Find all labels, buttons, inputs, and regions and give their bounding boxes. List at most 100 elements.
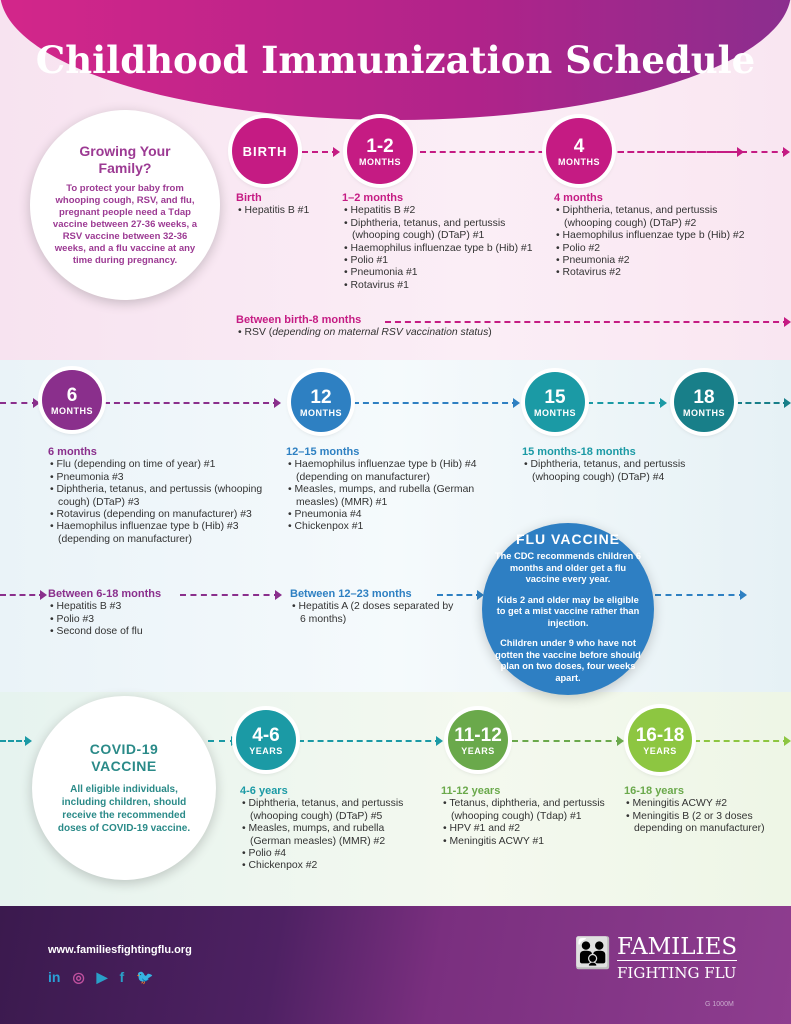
- block-heading: Between 12–23 months: [290, 588, 412, 600]
- timeline-arrow: [0, 590, 47, 600]
- instagram-icon[interactable]: ◎: [72, 969, 85, 985]
- timeline-arrow: [736, 398, 791, 408]
- timeline-arrow: [437, 590, 484, 600]
- milestone-circle: BIRTH: [232, 118, 298, 184]
- vaccine-item: Hepatitis B #2: [342, 205, 547, 217]
- timeline-arrow: [298, 736, 443, 746]
- vaccine-list: Diphtheria, tetanus, and pertussis (whoo…: [522, 459, 732, 484]
- vaccine-list: RSV (depending on maternal RSV vaccinati…: [236, 327, 556, 339]
- schedule-block: BirthHepatitis B #1: [236, 192, 331, 218]
- schedule-block: 16-18 yearsMeningitis ACWY #2Meningitis …: [624, 785, 769, 836]
- website-link[interactable]: www.familiesfightingflu.org: [48, 944, 192, 956]
- vaccine-item: HPV #1 and #2: [441, 823, 611, 835]
- vaccine-list: Diphtheria, tetanus, and pertussis (whoo…: [554, 205, 754, 279]
- vaccine-list: Hepatitis B #3Polio #3Second dose of flu: [48, 601, 248, 638]
- schedule-block: 4-6 yearsDiphtheria, tetanus, and pertus…: [240, 785, 425, 873]
- vaccine-item: Diphtheria, tetanus, and pertussis (whoo…: [240, 798, 425, 823]
- flu-text-2: Kids 2 and older may be eligible to get …: [496, 594, 640, 628]
- vaccine-item: Second dose of flu: [48, 626, 248, 638]
- growing-title: Growing Your Family?: [79, 143, 171, 176]
- covid-title: COVID-19 VACCINE: [89, 741, 159, 774]
- timeline-arrow: [353, 398, 520, 408]
- vaccine-item: Meningitis ACWY #2: [624, 798, 769, 810]
- milestone-unit: MONTHS: [300, 407, 342, 418]
- growing-text: To protect your baby from whooping cough…: [52, 183, 198, 266]
- facebook-icon[interactable]: f: [119, 969, 125, 985]
- timeline-arrow: [385, 317, 791, 327]
- flu-text-1: The CDC recommends children 6 months and…: [494, 551, 642, 585]
- block-heading: 11-12 years: [441, 785, 501, 797]
- timeline-arrow: [104, 398, 281, 408]
- page-title: Childhood Immunization Schedule: [35, 38, 756, 82]
- vaccine-item: Haemophilus influenzae type b (Hib) #4 (…: [286, 459, 501, 484]
- vaccine-list: Hepatitis A (2 doses separated by 6 mont…: [290, 601, 460, 626]
- milestone-label: 4: [573, 135, 585, 157]
- vaccine-list: Hepatitis B #1: [236, 205, 331, 217]
- block-heading: 4-6 years: [240, 785, 288, 797]
- logo-line1: FAMILIES: [617, 934, 738, 961]
- twitter-icon[interactable]: 🐦: [136, 969, 154, 985]
- vaccine-item: Tetanus, diphtheria, and pertussis (whoo…: [441, 798, 611, 823]
- covid-circle: COVID-19 VACCINE All eligible individual…: [32, 696, 216, 880]
- schedule-block: 1–2 monthsHepatitis B #2Diphtheria, teta…: [342, 192, 547, 292]
- milestone-label: 12: [310, 386, 332, 408]
- schedule-block: Between 6-18 monthsHepatitis B #3Polio #…: [48, 588, 248, 639]
- timeline-arrow: [0, 398, 40, 408]
- milestone-label: BIRTH: [242, 143, 288, 159]
- milestone-unit: MONTHS: [51, 405, 93, 416]
- milestone-unit: YEARS: [643, 745, 677, 756]
- timeline-arrow: [587, 398, 667, 408]
- milestone-label: 15: [544, 386, 566, 408]
- milestone-unit: YEARS: [249, 745, 283, 756]
- vaccine-item: Measles, mumps, and rubella (German meas…: [286, 484, 501, 509]
- milestone-unit: MONTHS: [558, 156, 600, 167]
- vaccine-item: Diphtheria, tetanus, and pertussis (whoo…: [342, 218, 547, 243]
- vaccine-item: Polio #4: [240, 848, 425, 860]
- milestone-label: 18: [693, 386, 715, 408]
- flu-title: FLU VACCINE: [515, 530, 621, 547]
- block-heading: Between birth-8 months: [236, 314, 362, 326]
- flu-text-3: Children under 9 who have not gotten the…: [495, 638, 641, 683]
- milestone-label: 1-2: [366, 135, 394, 157]
- milestone-unit: MONTHS: [534, 407, 576, 418]
- vaccine-item: Pneumonia #1: [342, 267, 547, 279]
- vaccine-item: Polio #3: [48, 614, 248, 626]
- vaccine-list: Hepatitis B #2Diphtheria, tetanus, and p…: [342, 205, 547, 292]
- vaccine-item: Hepatitis B #3: [48, 601, 248, 613]
- vaccine-item: Chickenpox #2: [240, 860, 425, 872]
- growing-family-circle: Growing Your Family? To protect your bab…: [30, 110, 220, 300]
- vaccine-item: Pneumonia #3: [48, 472, 276, 484]
- vaccine-item: Polio #2: [554, 243, 754, 255]
- linkedin-icon[interactable]: in: [48, 969, 61, 985]
- schedule-block: 15 months-18 monthsDiphtheria, tetanus, …: [522, 446, 732, 484]
- milestone-label: 6: [66, 384, 78, 406]
- youtube-icon[interactable]: ▶: [96, 969, 108, 985]
- timeline-arrow: [618, 147, 790, 157]
- covid-text: All eligible individuals, including chil…: [57, 784, 191, 834]
- vaccine-item: Diphtheria, tetanus, and pertussis (whoo…: [554, 205, 754, 230]
- block-heading: 6 months: [48, 446, 97, 458]
- vaccine-item: Haemophilus influenzae type b (Hib) #1: [342, 243, 547, 255]
- block-heading: 1–2 months: [342, 192, 404, 204]
- vaccine-item: Measles, mumps, and rubella (German meas…: [240, 823, 425, 848]
- milestone-unit: MONTHS: [359, 156, 401, 167]
- block-heading: 12–15 months: [286, 446, 360, 458]
- vaccine-item: Rotavirus #2: [554, 267, 754, 279]
- vaccine-item: Hepatitis A (2 doses separated by 6 mont…: [290, 601, 460, 626]
- vaccine-item: Haemophilus influenzae type b (Hib) #3 (…: [48, 521, 276, 546]
- schedule-block: Between birth-8 monthsRSV (depending on …: [236, 314, 556, 340]
- milestone-label: 4-6: [252, 724, 280, 746]
- block-heading: Between 6-18 months: [48, 588, 162, 600]
- logo-figures-icon: 👪: [574, 937, 612, 970]
- schedule-block: 12–15 monthsHaemophilus influenzae type …: [286, 446, 501, 534]
- vaccine-list: Tetanus, diphtheria, and pertussis (whoo…: [441, 798, 611, 848]
- timeline-arrow: [180, 590, 282, 600]
- block-heading: 4 months: [554, 192, 603, 204]
